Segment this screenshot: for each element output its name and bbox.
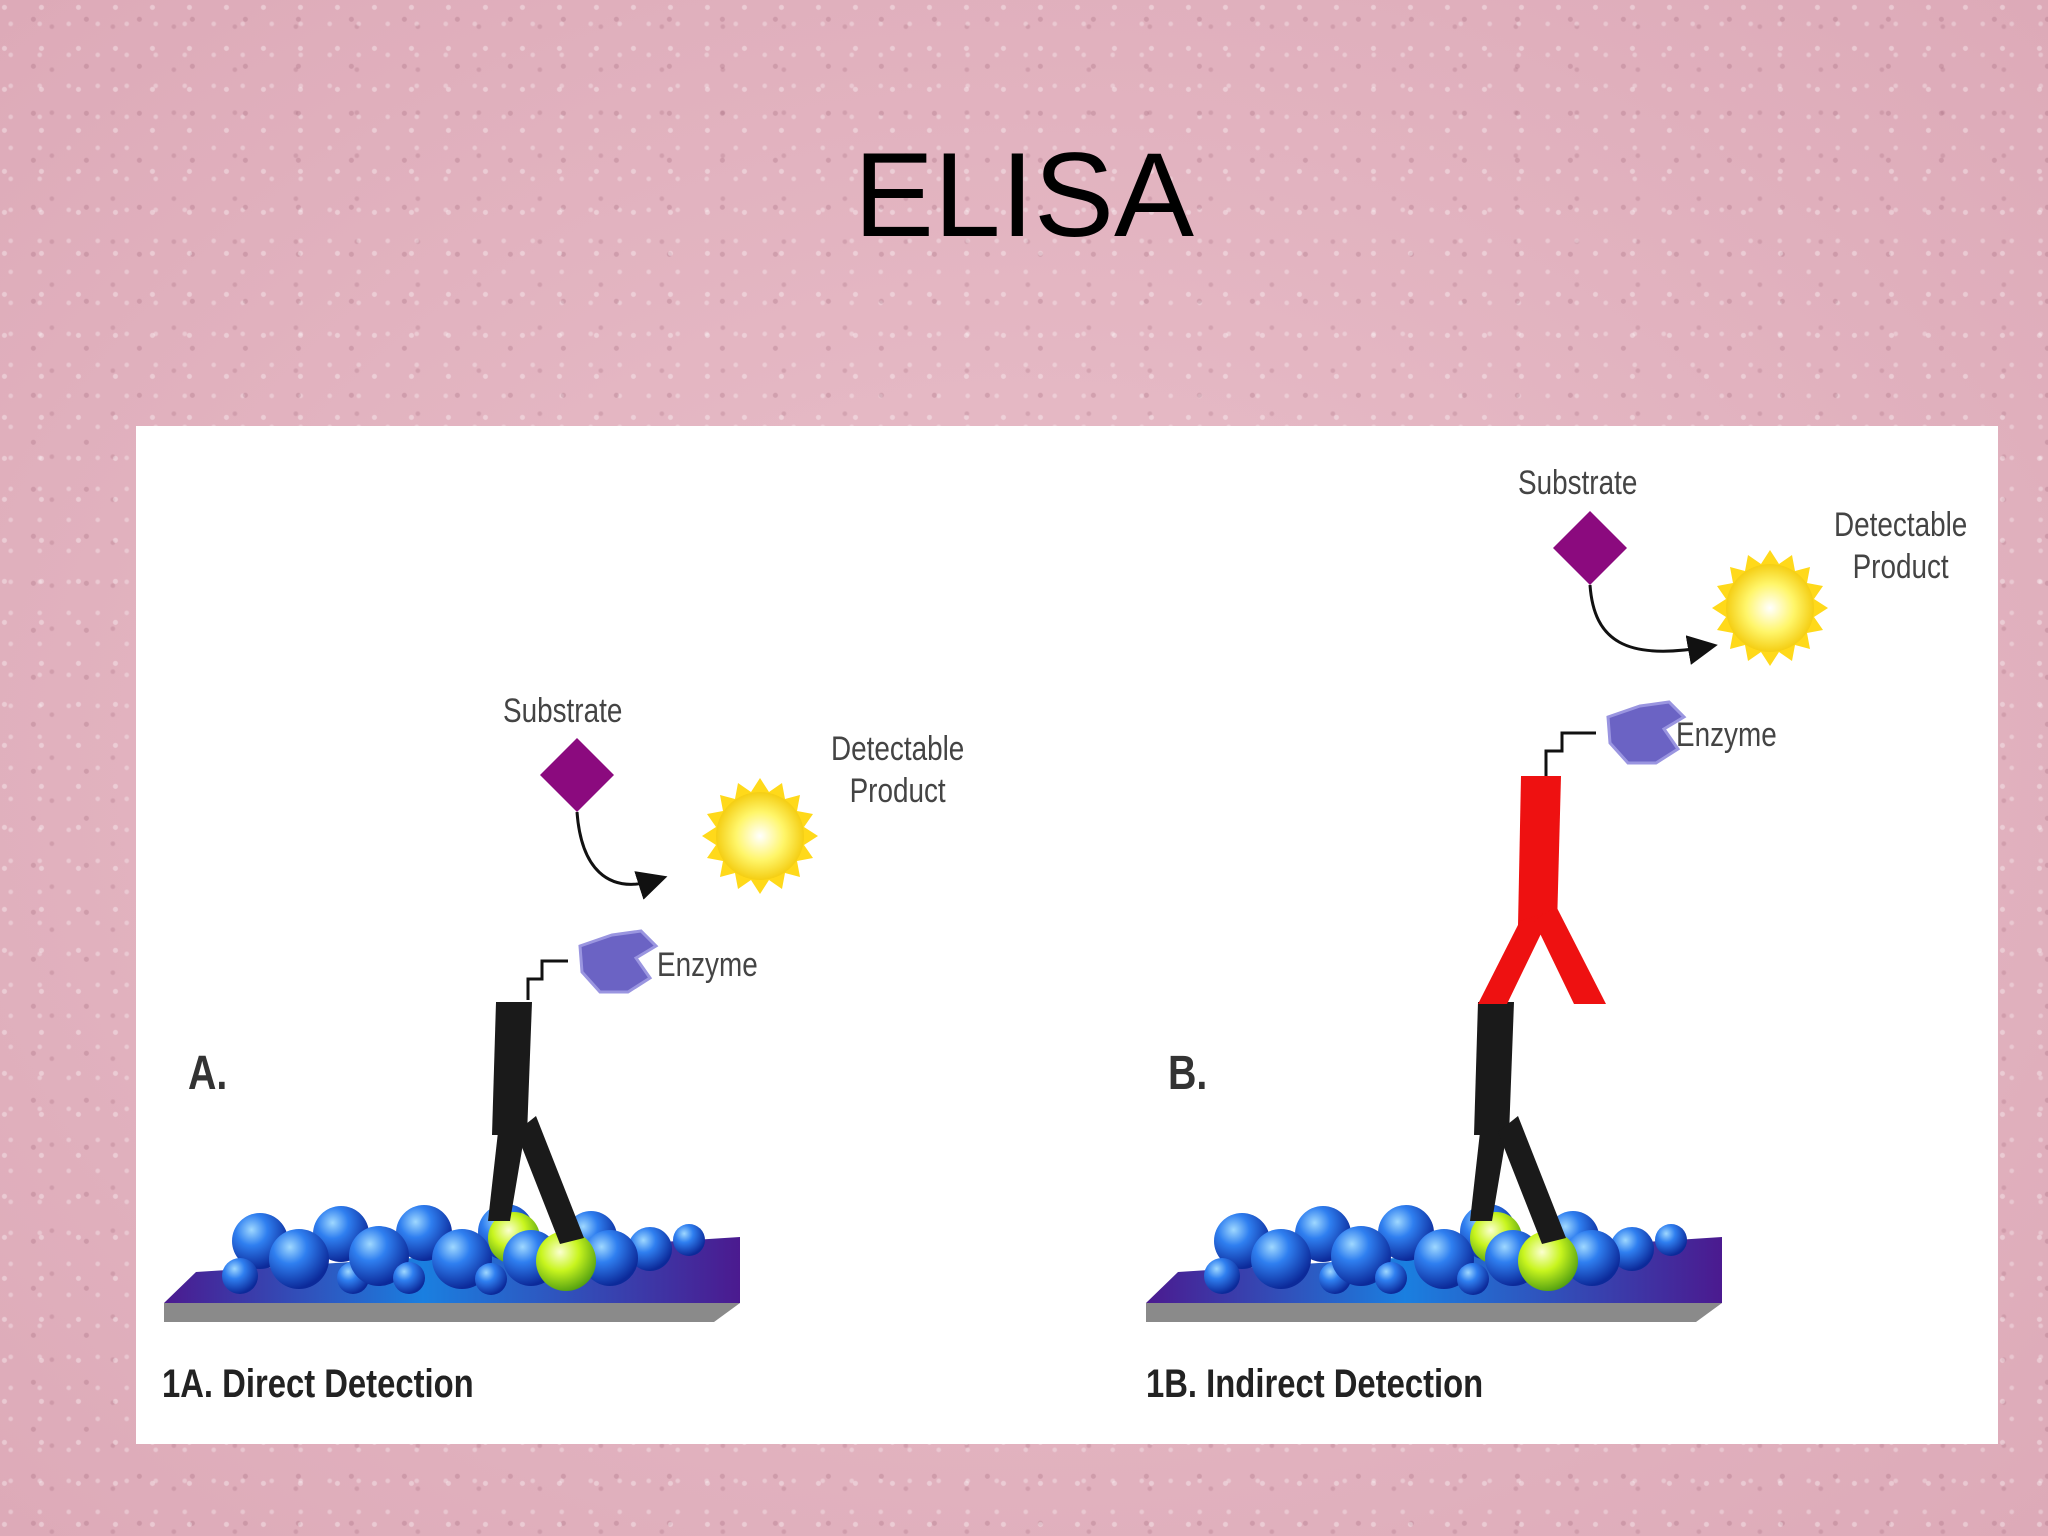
reaction-arrow <box>1588 584 1718 665</box>
elisa-diagram-panel: Substrate Detectable Product Enzyme A. 1… <box>136 426 1998 1444</box>
panel-a-substrate-label: Substrate <box>503 692 623 730</box>
product-sun-icon <box>702 778 818 894</box>
panel-a-direct <box>164 738 818 1322</box>
panel-b-indirect <box>1146 511 1828 1322</box>
substrate-diamond-icon <box>1553 511 1627 585</box>
panel-b-caption: 1B. Indirect Detection <box>1146 1362 1484 1406</box>
enzyme-linker <box>526 959 568 1000</box>
panel-b-letter: B. <box>1168 1047 1208 1100</box>
elisa-diagram <box>164 511 1828 1322</box>
panel-b-product-label: Detectable Product <box>1834 506 1968 586</box>
product-sun-icon <box>1712 550 1828 666</box>
reaction-arrow <box>575 811 668 900</box>
panel-a-caption: 1A. Direct Detection <box>162 1362 474 1406</box>
panel-b-enzyme-label: Enzyme <box>1676 716 1777 754</box>
enzyme-icon <box>578 929 659 994</box>
antigen-layer <box>1204 1204 1687 1295</box>
panel-b-substrate-label: Substrate <box>1518 464 1638 502</box>
slide-title: ELISA <box>853 128 1195 262</box>
panel-a-letter: A. <box>188 1047 228 1100</box>
antibody-icon <box>488 1002 584 1244</box>
primary-antibody-icon <box>1470 1002 1566 1244</box>
panel-a-enzyme-label: Enzyme <box>657 946 758 984</box>
enzyme-icon <box>1606 700 1687 765</box>
secondary-antibody-icon <box>1478 776 1606 1004</box>
substrate-diamond-icon <box>540 738 614 812</box>
panel-a-product-label: Detectable Product <box>831 730 965 810</box>
enzyme-linker <box>1544 731 1596 776</box>
